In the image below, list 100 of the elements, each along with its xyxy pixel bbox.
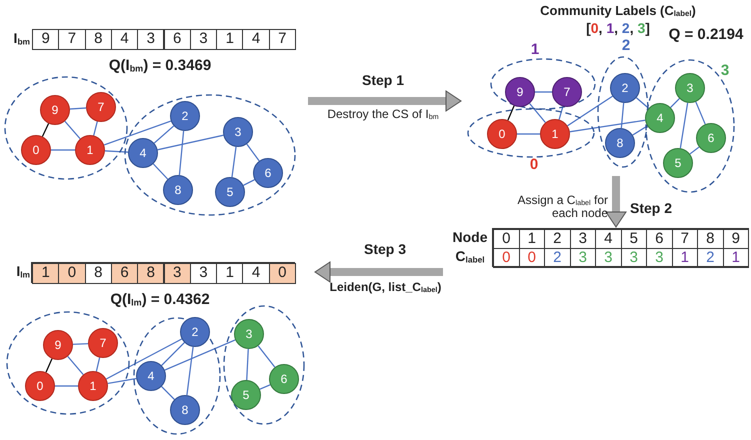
graph-node: 1 — [78, 371, 108, 401]
array-cell: 6 — [110, 263, 138, 284]
graph-node: 8 — [170, 395, 200, 425]
graph-edge — [161, 342, 185, 366]
graph-node: 7 — [86, 92, 116, 122]
graph-node: 2 — [180, 317, 210, 347]
graph-edge — [154, 125, 174, 144]
row-header: Node — [452, 228, 488, 247]
array-cell: 0 — [58, 263, 86, 284]
graph-edge — [258, 345, 276, 368]
step-arrow — [606, 176, 626, 228]
data-table — [492, 228, 748, 267]
graph-node: 2 — [610, 73, 640, 103]
array-cell: 7 — [268, 29, 296, 50]
array-cell: 1 — [216, 263, 244, 284]
community-ellipse — [4, 76, 128, 180]
graph-node: 7 — [88, 328, 118, 358]
graph-node: 5 — [231, 380, 261, 410]
array-cell: 8 — [137, 263, 164, 284]
step-label: Step 2 — [628, 201, 674, 216]
graph-edge — [104, 120, 172, 146]
graph-node: 8 — [605, 128, 635, 158]
graph-edge — [186, 346, 194, 396]
array-cell: 3 — [164, 263, 191, 284]
step-arrow — [314, 262, 443, 282]
graph-node: 1 — [540, 119, 570, 149]
row-header: C$_{label}$ — [454, 247, 486, 266]
graph-edge — [51, 149, 75, 151]
array-cell: 8 — [84, 29, 112, 50]
community-ellipse — [6, 311, 130, 415]
graph-edge — [64, 120, 81, 140]
community-number: 2 — [620, 38, 632, 54]
graph-node: 3 — [234, 319, 264, 349]
array-cell: 4 — [242, 263, 270, 284]
community-ellipse — [597, 56, 649, 168]
graph-node: 8 — [163, 175, 193, 205]
graph-node: 9 — [43, 330, 73, 360]
community-ellipse — [133, 317, 221, 435]
graph-node: 1 — [75, 135, 105, 165]
graph-edge — [690, 146, 700, 154]
graph-node: 0 — [487, 119, 517, 149]
community-number: 3 — [720, 63, 730, 79]
array-cell: 6 — [164, 29, 191, 50]
graph-edge — [55, 385, 78, 387]
graph-edge — [567, 96, 613, 126]
array-cell: 9 — [32, 29, 60, 50]
array-name: I$_{lm}$ — [15, 262, 30, 282]
graph-edge — [636, 97, 649, 109]
array-cell: 3 — [190, 29, 218, 50]
graph-edge — [231, 146, 237, 178]
graph-edge — [108, 378, 136, 384]
graph-node: 6 — [696, 123, 726, 153]
graph-edge — [45, 358, 53, 372]
graph-edge — [517, 133, 540, 135]
graph-edge — [104, 150, 128, 153]
array-cell: 7 — [58, 29, 86, 50]
graph-node: 4 — [136, 361, 166, 391]
table-cell: 0 — [493, 248, 520, 268]
community-label-list: [0, 1, 2, 3] — [578, 20, 658, 38]
graph-edge — [96, 357, 100, 372]
graph-edge — [161, 386, 175, 400]
graph-edge — [243, 179, 255, 186]
graph-edge — [70, 107, 86, 110]
graph-edge — [72, 343, 88, 345]
graph-edge — [632, 125, 648, 136]
graph-edge — [106, 338, 182, 380]
community-ellipse — [124, 94, 296, 216]
graph-edge — [260, 384, 270, 390]
graph-node: 3 — [223, 117, 253, 147]
graph-edge — [507, 106, 515, 120]
array-name: I$_{bm}$ — [12, 29, 30, 48]
community-ellipse — [223, 305, 305, 425]
graph-edge — [680, 102, 688, 148]
graph-edge — [558, 106, 564, 120]
graph-edge — [535, 91, 552, 93]
graph-node: 6 — [253, 158, 283, 188]
graph-edge — [93, 121, 98, 136]
graph-edge — [152, 163, 168, 180]
step-description: Leiden(G, list_C$_{label}$) — [328, 280, 442, 296]
graph-edge — [695, 102, 706, 124]
graph-node: 7 — [552, 77, 582, 107]
graph-node: 5 — [663, 148, 693, 178]
graph-node: 9 — [40, 95, 70, 125]
graph-edge — [570, 120, 646, 132]
graph-node: 4 — [128, 138, 158, 168]
graph-node: 0 — [25, 371, 55, 401]
graph-node: 6 — [269, 364, 299, 394]
graph-edge — [670, 98, 680, 108]
array-cell: 3 — [190, 263, 218, 284]
graph-edge — [178, 130, 184, 176]
graph-edge — [42, 123, 50, 137]
array-cell: 1 — [32, 263, 60, 284]
graph-node: 5 — [215, 177, 245, 207]
graph-node: 9 — [505, 77, 535, 107]
graph-edge — [158, 134, 224, 150]
community-ellipse — [645, 59, 735, 193]
array-cell: 4 — [110, 29, 138, 50]
graph-edge — [246, 348, 249, 380]
graph-edge — [67, 356, 84, 375]
graph-edge — [164, 339, 236, 371]
